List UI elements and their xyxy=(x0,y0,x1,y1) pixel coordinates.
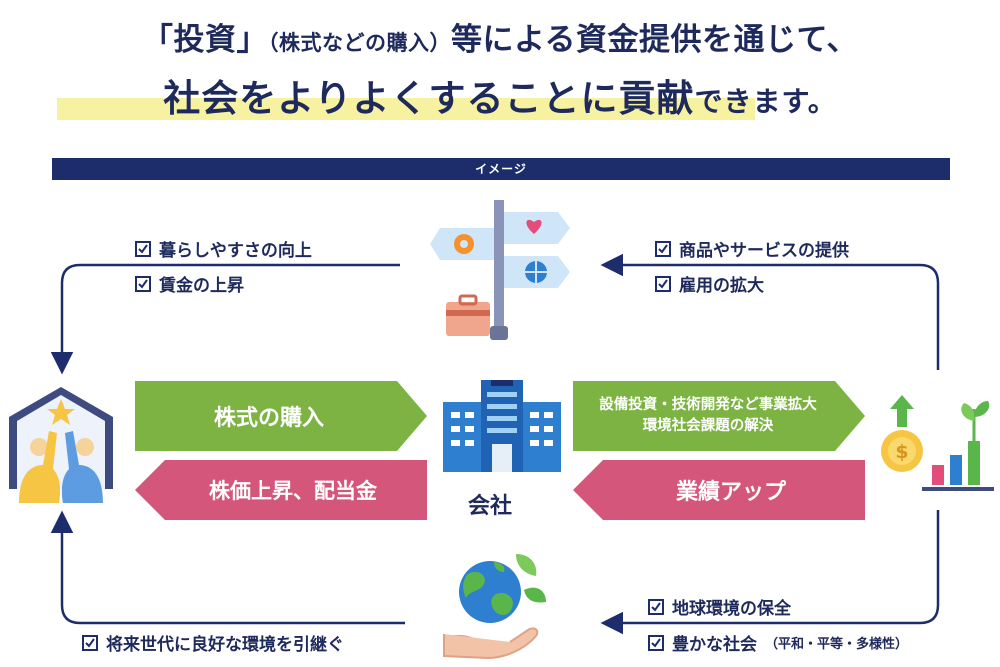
flow-topleft xyxy=(50,263,400,375)
investment-arrow: 設備投資・技術開発など事業拡大 環境社会課題の解決 xyxy=(573,381,865,451)
flow-topright xyxy=(600,253,940,370)
investment-label-line2: 環境社会課題の解決 xyxy=(642,418,774,434)
check-label: 商品やサービスの提供 xyxy=(679,241,849,261)
checkbox-icon xyxy=(648,598,664,615)
flow-bottomleft xyxy=(50,510,405,625)
checkbox-icon xyxy=(82,634,98,651)
returns-label: 株価上昇、配当金 xyxy=(209,479,377,503)
company-label: 会社 xyxy=(468,494,513,519)
checkbox-icon xyxy=(655,275,671,292)
headline-line-2: 社会をよりよくすることに貢献できます。 xyxy=(0,68,1000,122)
svg-text:$: $ xyxy=(895,441,908,463)
headline-main: 社会をよりよくすることに貢献 xyxy=(163,77,695,120)
check-label: 豊かな社会 xyxy=(672,635,757,655)
headline-suffix: 等による資金提供を通じて、 xyxy=(450,22,859,58)
headline-highlight xyxy=(57,98,755,120)
performance-label: 業績アップ xyxy=(675,480,786,505)
returns-arrow: 株価上昇、配当金 xyxy=(135,460,427,520)
checkbox-icon xyxy=(135,275,151,292)
check-label: 暮らしやすさの向上 xyxy=(159,241,312,261)
check-label: 雇用の拡大 xyxy=(679,276,764,296)
investment-label: 設備投資・技術開発など事業拡大 環境社会課題の解決 xyxy=(573,381,865,451)
headline-paren: （株式などの購入） xyxy=(267,31,451,55)
checkbox-icon xyxy=(655,240,671,257)
check-label: 将来世代に良好な環境を引継ぐ xyxy=(106,635,344,655)
check-item: 賃金の上昇 xyxy=(135,271,244,296)
image-banner: イメージ xyxy=(52,158,950,180)
investment-label-line1: 設備投資・技術開発など事業拡大 xyxy=(599,397,817,413)
flow-bottomright xyxy=(600,510,940,635)
check-item: 地球環境の保全 xyxy=(648,594,791,619)
check-item: 将来世代に良好な環境を引継ぐ xyxy=(82,630,344,655)
check-item: 商品やサービスの提供 xyxy=(655,236,849,261)
buy-stock-label: 株式の購入 xyxy=(213,406,324,431)
performance-arrow: 業績アップ xyxy=(573,460,865,520)
checkbox-icon xyxy=(648,634,664,651)
headline-tail: できます。 xyxy=(694,85,837,118)
checkbox-icon xyxy=(135,240,151,257)
check-label: 賃金の上昇 xyxy=(159,276,244,296)
check-item: 雇用の拡大 xyxy=(655,271,764,296)
headline-prefix: 「投資」 xyxy=(141,22,268,58)
check-item: 暮らしやすさの向上 xyxy=(135,236,312,261)
headline-line-1: 「投資」（株式などの購入）等による資金提供を通じて、 xyxy=(0,14,1000,59)
office-building-icon xyxy=(443,380,561,472)
check-sublabel: （平和・平等・多様性） xyxy=(765,637,909,652)
signpost-icon xyxy=(430,200,570,340)
check-item: 豊かな社会 （平和・平等・多様性） xyxy=(648,630,908,655)
people-highfive-icon xyxy=(9,387,113,503)
earth-in-hand-icon xyxy=(443,554,546,660)
check-label: 地球環境の保全 xyxy=(672,599,791,619)
buy-stock-arrow: 株式の購入 xyxy=(135,381,427,451)
money-growth-chart-icon: $ xyxy=(881,395,994,491)
